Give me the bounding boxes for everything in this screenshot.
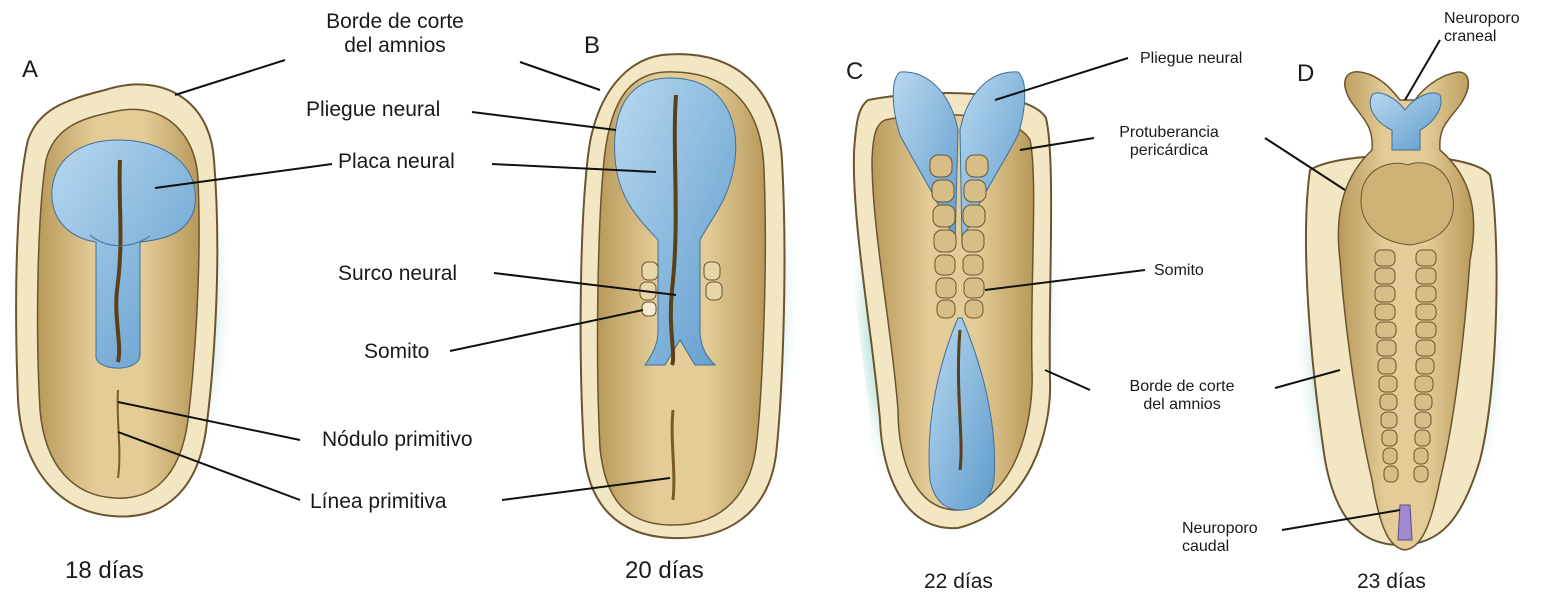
leader-amnios-b [520,62,600,90]
embryo-c-somite [930,155,952,177]
panel-letter-d: D [1297,60,1314,88]
label-surco-neural: Surco neural [338,262,457,286]
age-label-a: 18 días [65,557,144,585]
embryo-d-somite [1375,250,1395,266]
embryo-d-caudal-neuropore [1398,505,1412,540]
label-protuberancia-line2: pericárdica [1094,142,1244,160]
label-borde-amnios-cd-line2: del amnios [1102,396,1262,414]
panel-letter-b: B [584,32,600,60]
label-pliegue-neural-c: Pliegue neural [1140,50,1242,68]
leader-amnios-a [175,60,285,95]
age-label-b: 20 días [625,557,704,585]
label-neuroporo-craneal-line1: Neuroporo [1444,10,1520,28]
label-protuberancia-line1: Protuberancia [1094,124,1244,142]
embryo-b-somite [642,262,658,280]
label-protuberancia-pericardica: Protuberancia pericárdica [1094,124,1244,161]
label-linea-primitiva: Línea primitiva [310,490,447,514]
label-borde-amnios-ab-line1: Borde de corte [300,10,490,34]
label-somito-c: Somito [1154,262,1204,280]
label-neuroporo-caudal-line1: Neuroporo [1182,520,1258,538]
label-nodulo-primitivo: Nódulo primitivo [322,428,473,452]
label-borde-amnios-cd-line1: Borde de corte [1102,378,1262,396]
label-somito-b: Somito [364,340,429,364]
embryo-c [845,72,1065,540]
embryo-b-primitive-streak [672,410,674,500]
label-borde-amnios-cd: Borde de corte del amnios [1102,378,1262,415]
label-borde-amnios-ab: Borde de corte del amnios [300,10,490,58]
age-label-c: 22 días [924,570,993,594]
label-borde-amnios-ab-line2: del amnios [300,34,490,58]
label-neuroporo-craneal-line2: craneal [1444,28,1520,46]
panel-letter-c: C [846,58,863,86]
label-pliegue-neural-b: Pliegue neural [306,98,440,122]
embryo-d [1294,72,1509,560]
age-label-d: 23 días [1357,570,1426,594]
label-neuroporo-caudal-line2: caudal [1182,538,1258,556]
label-neuroporo-caudal: Neuroporo caudal [1182,520,1258,557]
label-neuroporo-craneal: Neuroporo craneal [1444,10,1520,47]
label-placa-neural: Placa neural [338,150,455,174]
panel-letter-a: A [22,56,38,84]
